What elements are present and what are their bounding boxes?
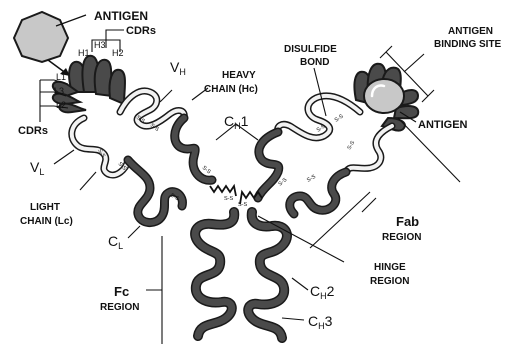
h1-label: H1 xyxy=(78,48,90,58)
hinge-label-2: REGION xyxy=(370,276,409,287)
binding-site-label-2: BINDING SITE xyxy=(434,39,502,50)
l1-label: L1 xyxy=(56,72,66,82)
cdrs-top-label: CDRs xyxy=(126,25,156,37)
antigen-bound xyxy=(364,79,404,113)
antigen-right-label: ANTIGEN xyxy=(418,119,468,131)
disulfide-label-2: BOND xyxy=(300,57,329,68)
fab-label-2: REGION xyxy=(382,232,421,243)
ss-bond: S-S xyxy=(306,174,317,184)
right-vl-domain xyxy=(346,126,392,172)
binding-site-label-1: ANTIGEN xyxy=(448,26,493,37)
heavy-chain-label-2: CHAIN (Hc) xyxy=(204,84,258,95)
h3-label: H3 xyxy=(94,40,106,50)
ss-bond: S-S xyxy=(238,202,248,208)
ss-bond: S-S xyxy=(224,196,234,202)
antigen-top-label: ANTIGEN xyxy=(94,9,148,23)
ss-bond: S-S xyxy=(334,113,345,123)
l2-label: L2 xyxy=(56,100,66,110)
antigen-octagon xyxy=(14,12,68,62)
vl-label: VL xyxy=(30,159,44,177)
fc-label-1: Fc xyxy=(114,284,129,299)
fab-label-1: Fab xyxy=(396,214,419,229)
vh-label: VH xyxy=(170,59,186,77)
ch2-label: CH2 xyxy=(310,283,335,301)
heavy-chain-label-1: HEAVY xyxy=(222,70,256,81)
l3-label: L3 xyxy=(54,86,64,96)
cdrs-left-label: CDRs xyxy=(18,125,48,137)
fc-label-2: REGION xyxy=(100,302,139,313)
light-chain-label-2: CHAIN (Lc) xyxy=(20,216,73,227)
ch3-label: CH3 xyxy=(308,313,333,331)
h2-label: H2 xyxy=(112,48,124,58)
light-chain-label-1: LIGHT xyxy=(30,202,60,213)
left-vh-loops xyxy=(69,56,125,104)
hinge-label-1: HINGE xyxy=(374,262,406,273)
ss-bond: S-S xyxy=(347,140,357,151)
ch1-label: CH1 xyxy=(224,113,249,131)
cl-label: CL xyxy=(108,233,123,251)
left-hinge xyxy=(210,186,236,196)
disulfide-label-1: DISULFIDE xyxy=(284,44,337,55)
